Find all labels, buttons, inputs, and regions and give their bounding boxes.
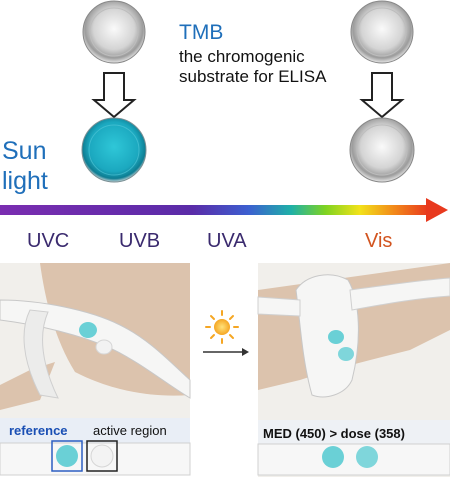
comparison-strip [257, 420, 450, 476]
tmb-title: TMB [179, 21, 224, 44]
reference-strip [0, 418, 191, 476]
petri-dish-blue [81, 117, 147, 183]
uva-label: UVA [207, 230, 247, 252]
spectrum-arrow [0, 198, 448, 222]
down-arrow-right-icon [359, 72, 405, 119]
sunlight-label: Sun light [2, 137, 48, 195]
petri-dish-clear-top-right [350, 0, 414, 64]
active-region-caption: active region [93, 423, 167, 438]
tmb-description: the chromogenic substrate for ELISA [179, 47, 327, 86]
reference-caption: reference [9, 423, 68, 438]
petri-dish-clear-top-left [82, 0, 146, 64]
uvc-label: UVC [27, 230, 70, 252]
exposure-arrow-icon [203, 348, 249, 356]
uvb-label: UVB [119, 230, 161, 252]
petri-dish-clear-bottom-right [349, 117, 415, 183]
med-dose-caption: MED (450) > dose (358) [263, 426, 405, 441]
sun-icon [205, 310, 239, 344]
vis-label: Vis [365, 230, 393, 252]
down-arrow-left-icon [91, 72, 137, 119]
